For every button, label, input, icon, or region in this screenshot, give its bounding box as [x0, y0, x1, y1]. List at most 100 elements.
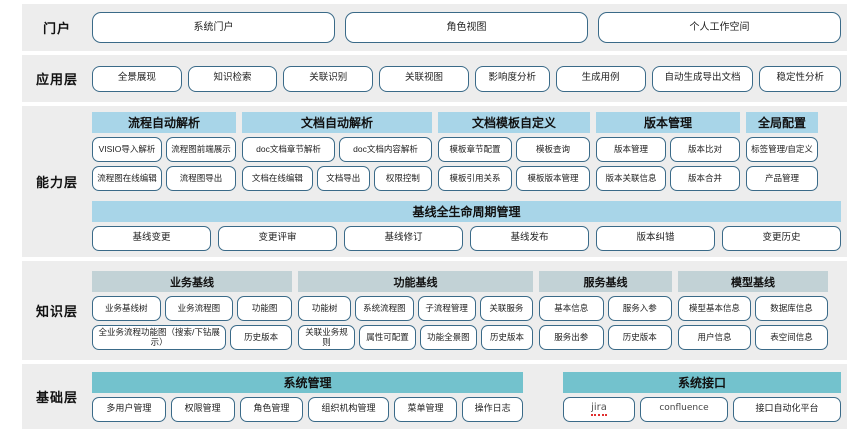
know-item-business-flowchart[interactable]: 业务流程图: [164, 296, 234, 321]
knowledge-group-service-baseline: 服务基线 基本信息 服务入参 服务出参 历史版本: [539, 271, 672, 350]
cap-item-permission-control[interactable]: 权限控制: [373, 166, 432, 191]
know-item-history-version[interactable]: 历史版本: [607, 325, 672, 350]
cap-item-flowchart-online-edit[interactable]: 流程图在线编辑: [92, 166, 162, 191]
cap-item-doc-chapter-parse[interactable]: doc文档章节解析: [242, 137, 335, 162]
group-header-system-interface: 系统接口: [562, 371, 841, 393]
cap-item-doc-online-edit[interactable]: 文档在线编辑: [242, 166, 313, 191]
capability-group-doc-template: 文档模板自定义 模板章节配置 模板查询 模板引用关系 模板版本管理: [438, 112, 590, 191]
cap-item-template-reference[interactable]: 模板引用关系: [438, 166, 512, 191]
portal-item-role-view[interactable]: 角色视图: [345, 12, 588, 43]
lifecycle-item-baseline-revision[interactable]: 基线修订: [344, 226, 463, 251]
cap-item-template-query[interactable]: 模板查询: [516, 137, 590, 162]
cap-item-flowchart-export[interactable]: 流程图导出: [166, 166, 236, 191]
lifecycle-item-change-review[interactable]: 变更评审: [218, 226, 337, 251]
know-item-system-flowchart[interactable]: 系统流程图: [355, 296, 414, 321]
know-item-tablespace-info[interactable]: 表空间信息: [755, 325, 828, 350]
base-item-role-mgmt[interactable]: 角色管理: [239, 396, 304, 422]
baseline-lifecycle-row: 基线变更 变更评审 基线修订 基线发布 版本纠错 变更历史: [92, 226, 841, 251]
group-header-model-baseline: 模型基线: [678, 271, 828, 292]
know-item-service-input-param[interactable]: 服务入参: [607, 296, 672, 321]
base-row: 多用户管理 权限管理 角色管理 组织机构管理 菜单管理 操作日志: [92, 396, 523, 422]
group-header-business-baseline: 业务基线: [92, 271, 292, 292]
know-item-related-service[interactable]: 关联服务: [479, 296, 533, 321]
lifecycle-item-version-correction[interactable]: 版本纠错: [596, 226, 715, 251]
cap-item-version-merge[interactable]: 版本合并: [670, 166, 740, 191]
know-item-full-business-process-function-chart[interactable]: 全业务流程功能图（搜索/下钻展示）: [92, 325, 227, 350]
lifecycle-item-change-history[interactable]: 变更历史: [722, 226, 841, 251]
cap-item-tag-mgmt-custom[interactable]: 标签管理/自定义: [746, 137, 818, 162]
know-item-subprocess-mgmt[interactable]: 子流程管理: [417, 296, 476, 321]
layer-label-portal: 门户: [42, 21, 71, 36]
base-item-operation-log[interactable]: 操作日志: [462, 396, 523, 422]
group-header-function-baseline: 功能基线: [298, 271, 533, 292]
know-item-attribute-configurable[interactable]: 属性可配置: [358, 325, 416, 350]
cap-item-version-compare[interactable]: 版本比对: [670, 137, 740, 162]
knowledge-group-model-baseline: 模型基线 模型基本信息 数据库信息 用户信息 表空间信息: [678, 271, 828, 350]
know-item-service-output-param[interactable]: 服务出参: [539, 325, 604, 350]
base-item-menu-mgmt[interactable]: 菜单管理: [393, 396, 458, 422]
app-item-generate-case[interactable]: 生成用例: [555, 65, 646, 92]
know-item-basic-info[interactable]: 基本信息: [539, 296, 604, 321]
knowledge-row: 全业务流程功能图（搜索/下钻展示） 历史版本: [92, 325, 292, 350]
layer-capability: 能力层 流程自动解析 VISIO导入解析 流程图前端展示 流程图在线编辑 流程图…: [22, 106, 847, 257]
group-header-process-parse: 流程自动解析: [92, 112, 236, 133]
cap-item-doc-export[interactable]: 文档导出: [316, 166, 370, 191]
cap-item-flowchart-frontend-display[interactable]: 流程图前端展示: [166, 137, 236, 162]
base-item-jira[interactable]: jira: [562, 396, 635, 422]
base-item-org-structure-mgmt[interactable]: 组织机构管理: [308, 396, 389, 422]
app-item-auto-export-doc[interactable]: 自动生成导出文档: [651, 65, 754, 92]
cap-item-template-chapter-config[interactable]: 模板章节配置: [438, 137, 512, 162]
capability-groups: 流程自动解析 VISIO导入解析 流程图前端展示 流程图在线编辑 流程图导出 文…: [92, 112, 841, 191]
layer-capability-body: 流程自动解析 VISIO导入解析 流程图前端展示 流程图在线编辑 流程图导出 文…: [92, 112, 847, 251]
base-item-multiuser-mgmt[interactable]: 多用户管理: [92, 396, 166, 422]
base-row: jira confluence 接口自动化平台: [562, 396, 841, 422]
knowledge-row: 基本信息 服务入参: [539, 296, 672, 321]
know-item-function-tree[interactable]: 功能树: [298, 296, 352, 321]
app-item-panorama[interactable]: 全景展现: [92, 65, 182, 92]
cap-item-visio-import-parse[interactable]: VISIO导入解析: [92, 137, 162, 162]
capability-row: 版本管理 版本比对: [596, 137, 740, 162]
cap-item-product-mgmt[interactable]: 产品管理: [746, 166, 818, 191]
know-item-model-basic-info[interactable]: 模型基本信息: [678, 296, 751, 321]
group-header-system-mgmt: 系统管理: [92, 371, 523, 393]
know-item-history-version[interactable]: 历史版本: [230, 325, 292, 350]
know-item-user-info[interactable]: 用户信息: [678, 325, 751, 350]
baseline-lifecycle-block: 基线全生命周期管理 基线变更 变更评审 基线修订 基线发布 版本纠错 变更历史: [92, 201, 841, 251]
app-item-impact-analysis[interactable]: 影响度分析: [474, 65, 550, 92]
know-item-database-info[interactable]: 数据库信息: [755, 296, 828, 321]
layer-portal-body: 系统门户 角色视图 个人工作空间: [92, 12, 847, 43]
layer-knowledge: 知识层 业务基线 业务基线树 业务流程图 功能图 全业务流程功能图（搜索/下钻展…: [22, 261, 847, 360]
capability-group-process-parse: 流程自动解析 VISIO导入解析 流程图前端展示 流程图在线编辑 流程图导出: [92, 112, 236, 191]
lifecycle-item-baseline-change[interactable]: 基线变更: [92, 226, 211, 251]
app-item-knowledge-search[interactable]: 知识检索: [187, 65, 278, 92]
base-item-confluence[interactable]: confluence: [639, 396, 728, 422]
capability-row: 文档在线编辑 文档导出 权限控制: [242, 166, 432, 191]
cap-item-doc-content-parse[interactable]: doc文档内容解析: [339, 137, 432, 162]
know-item-function-chart[interactable]: 功能图: [237, 296, 292, 321]
know-item-function-panorama[interactable]: 功能全景图: [419, 325, 477, 350]
capability-row: doc文档章节解析 doc文档内容解析: [242, 137, 432, 162]
base-item-permission-mgmt[interactable]: 权限管理: [170, 396, 235, 422]
cap-item-version-relation-info[interactable]: 版本关联信息: [596, 166, 666, 191]
group-header-version-mgmt: 版本管理: [596, 112, 740, 133]
know-item-history-version[interactable]: 历史版本: [480, 325, 533, 350]
group-header-doc-template: 文档模板自定义: [438, 112, 590, 133]
portal-item-personal-workspace[interactable]: 个人工作空间: [598, 12, 841, 43]
knowledge-row: 用户信息 表空间信息: [678, 325, 828, 350]
portal-item-system-portal[interactable]: 系统门户: [92, 12, 335, 43]
base-item-interface-automation-platform[interactable]: 接口自动化平台: [732, 396, 841, 422]
know-item-related-business-rule[interactable]: 关联业务规则: [298, 325, 355, 350]
capability-group-version-mgmt: 版本管理 版本管理 版本比对 版本关联信息 版本合并: [596, 112, 740, 191]
know-item-business-baseline-tree[interactable]: 业务基线树: [92, 296, 161, 321]
knowledge-groups: 业务基线 业务基线树 业务流程图 功能图 全业务流程功能图（搜索/下钻展示） 历…: [92, 271, 841, 350]
capability-row: 版本关联信息 版本合并: [596, 166, 740, 191]
app-item-relation-view[interactable]: 关联视图: [379, 65, 469, 92]
cap-item-template-version-mgmt[interactable]: 模板版本管理: [516, 166, 590, 191]
knowledge-row: 功能树 系统流程图 子流程管理 关联服务: [298, 296, 533, 321]
app-item-stability-analysis[interactable]: 稳定性分析: [759, 65, 841, 92]
app-item-relation-recognition[interactable]: 关联识别: [283, 65, 374, 92]
lifecycle-item-baseline-publish[interactable]: 基线发布: [470, 226, 589, 251]
knowledge-row: 服务出参 历史版本: [539, 325, 672, 350]
jira-label: jira: [591, 402, 607, 416]
cap-item-version-manage[interactable]: 版本管理: [596, 137, 666, 162]
